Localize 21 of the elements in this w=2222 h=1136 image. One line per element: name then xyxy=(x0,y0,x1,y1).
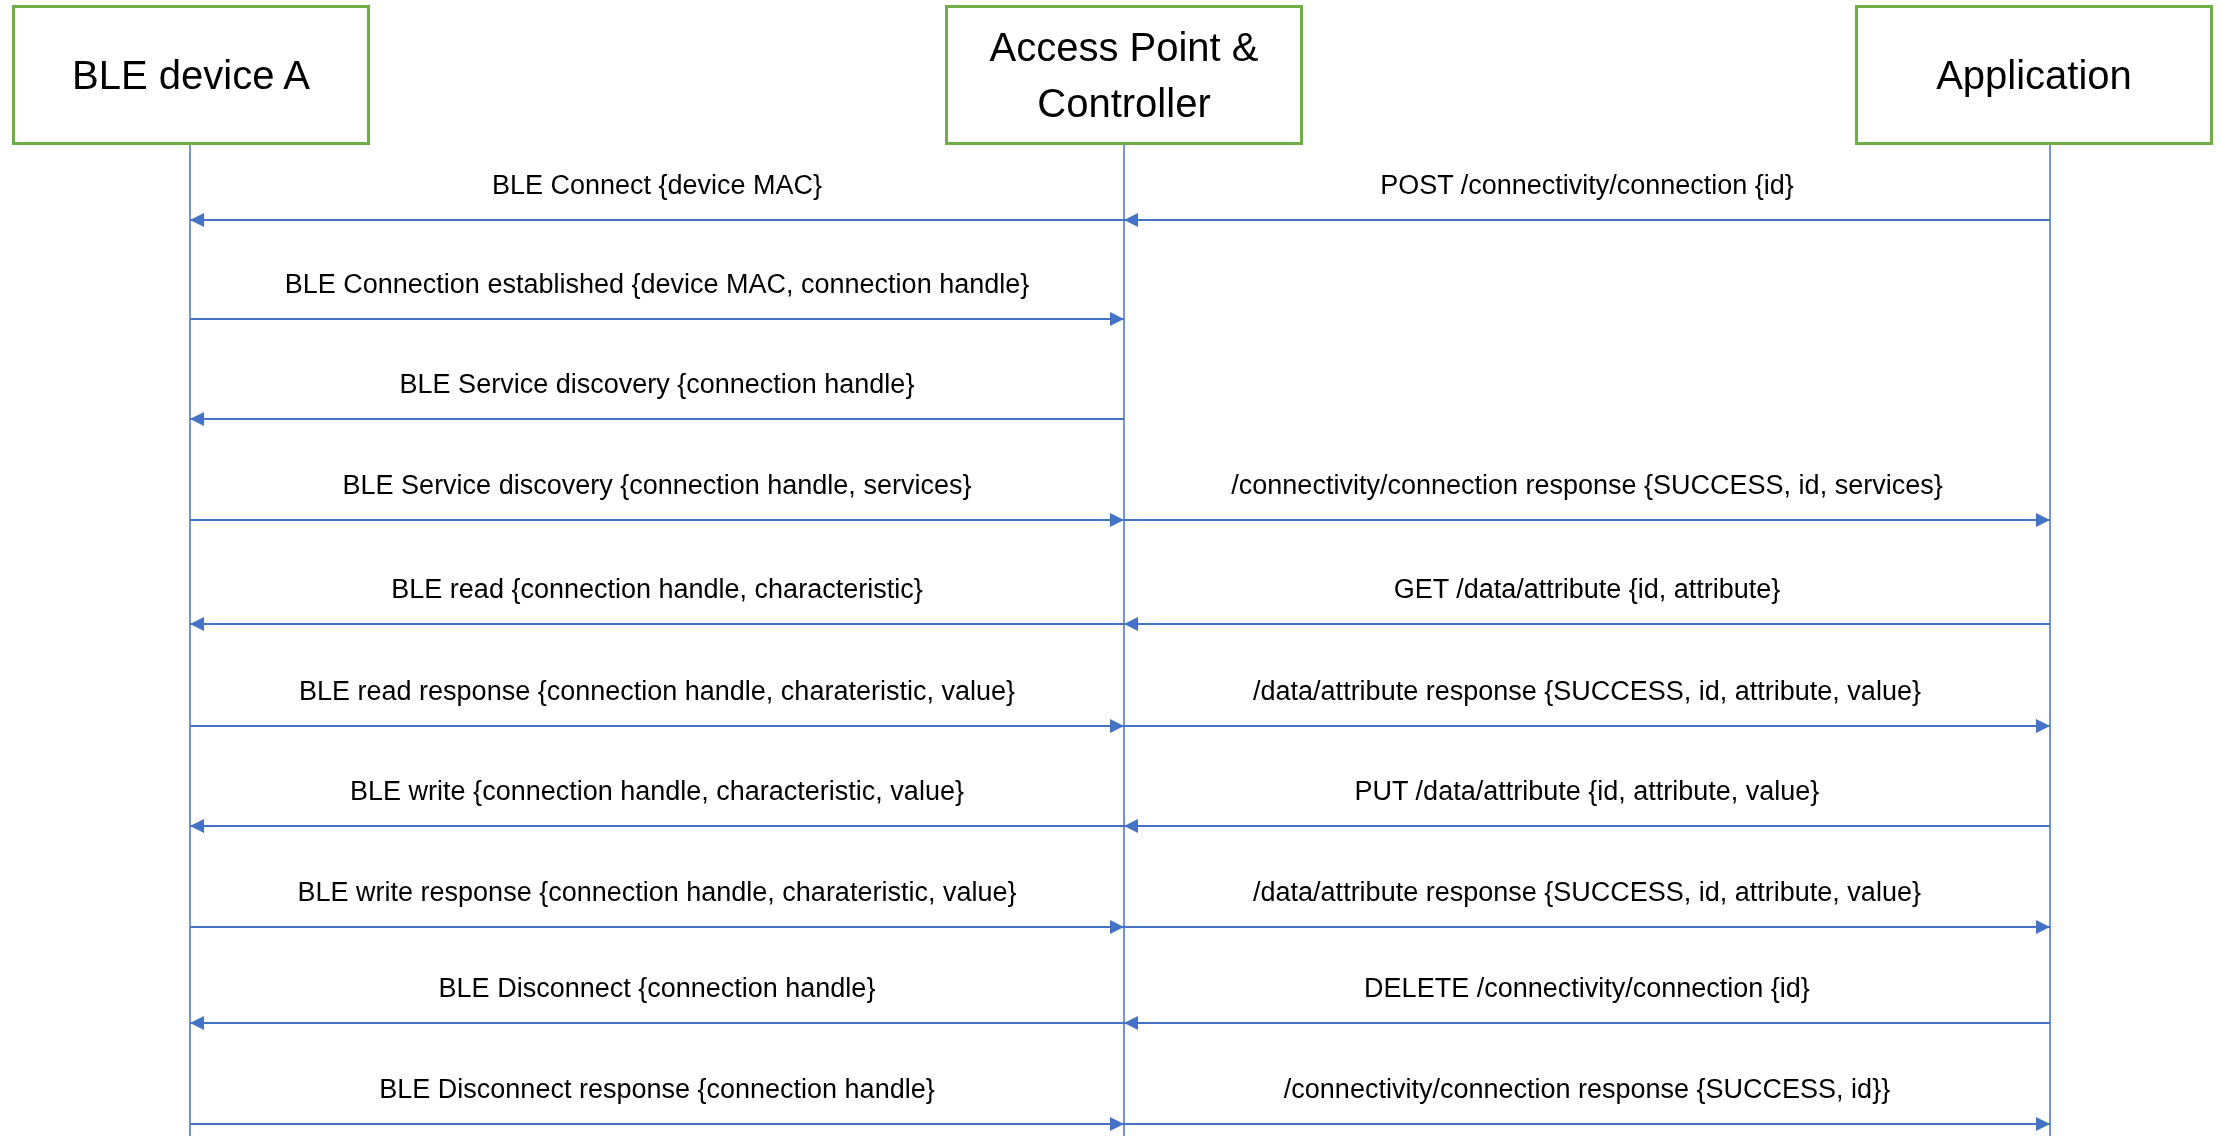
message-arrow xyxy=(189,1016,1125,1030)
message-arrow xyxy=(189,213,1125,227)
message-arrow xyxy=(1123,920,2051,934)
message-arrow xyxy=(1123,213,2051,227)
message-arrow xyxy=(189,1117,1125,1131)
message-arrow xyxy=(1123,513,2051,527)
message-arrow xyxy=(189,819,1125,833)
message-arrow xyxy=(189,513,1125,527)
message-arrow xyxy=(189,920,1125,934)
message-arrow xyxy=(1123,819,2051,833)
message-arrow xyxy=(189,412,1125,426)
message-arrow xyxy=(189,719,1125,733)
message-arrow xyxy=(1123,719,2051,733)
message-arrow xyxy=(1123,1016,2051,1030)
message-arrow xyxy=(189,617,1125,631)
participant-box: Application xyxy=(1855,5,2213,145)
message-arrow xyxy=(1123,1117,2051,1131)
message-arrow xyxy=(1123,617,2051,631)
participant-box: Access Point & Controller xyxy=(945,5,1303,145)
participant-box: BLE device A xyxy=(12,5,370,145)
message-arrow xyxy=(189,312,1125,326)
